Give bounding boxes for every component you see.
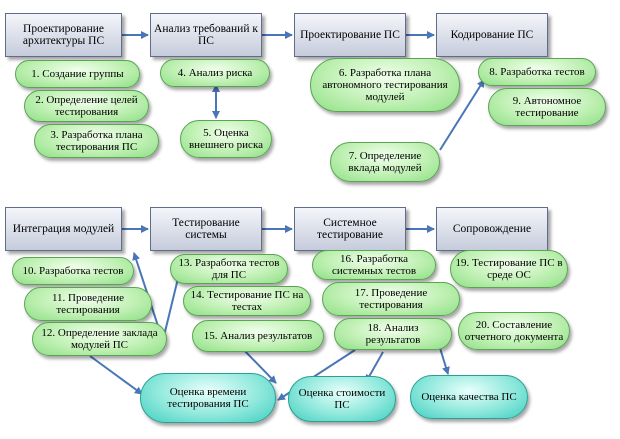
output-time-estimate-label: Оценка времени тестирования ПС: [167, 386, 249, 410]
task-10: 10. Разработка тестов: [12, 257, 134, 285]
task-8-label: 8. Разработка тестов: [489, 66, 585, 78]
task-17-label: 17. Проведение тестирования: [354, 287, 428, 311]
output-quality-estimate-label: Оценка качества ПС: [421, 391, 517, 403]
task-16-label: 16. Разработка системных тестов: [331, 253, 417, 277]
task-19: 19. Тестирование ПС в среде ОС: [450, 250, 568, 288]
edge-15-to-time: [241, 347, 277, 384]
stage-system-testing: Тестирование системы: [150, 207, 262, 251]
task-1-label: 1. Создание группы: [31, 68, 124, 80]
task-4: 4. Анализ риска: [160, 59, 270, 87]
task-7: 7. Определение вклада модулей: [330, 142, 440, 182]
task-3-label: 3. Разработка плана тестирования ПС: [50, 129, 143, 153]
task-10-label: 10. Разработка тестов: [22, 265, 124, 277]
stage-coding: Кодирование ПС: [436, 13, 548, 57]
stage-design-architecture: Проектирование архитектуры ПС: [5, 13, 122, 57]
task-19-label: 19. Тестирование ПС в среде ОС: [455, 257, 563, 281]
stage-requirements-analysis-label: Анализ требований к ПС: [154, 23, 258, 47]
task-5: 5. Оценка внешнего риска: [180, 120, 272, 158]
task-15: 15. Анализ результатов: [192, 320, 324, 352]
task-9-label: 9. Автономное тестирование: [512, 95, 582, 119]
stage-system-testing-label: Тестирование системы: [172, 217, 240, 241]
task-15-label: 15. Анализ результатов: [203, 330, 313, 342]
edge-7-to-8: [439, 79, 485, 151]
stage-support: Сопровождение: [436, 207, 548, 251]
task-13: 13. Разработка тестов для ПС: [170, 254, 288, 284]
task-7-label: 7. Определение вклада модулей: [348, 150, 422, 174]
task-18-label: 18. Анализ результатов: [365, 322, 421, 346]
task-11: 11. Проведение тестирования: [24, 287, 152, 321]
task-13-label: 13. Разработка тестов для ПС: [178, 257, 280, 281]
stage-support-label: Сопровождение: [452, 223, 532, 235]
output-time-estimate: Оценка времени тестирования ПС: [140, 373, 276, 423]
stage-system-testing-2-label: Системное тестирование: [317, 217, 383, 241]
stage-coding-label: Кодирование ПС: [450, 29, 534, 41]
task-12-label: 12. Определение заклада модулей ПС: [41, 327, 158, 351]
output-cost-estimate: Оценка стоимости ПС: [288, 376, 396, 422]
task-3: 3. Разработка плана тестирования ПС: [34, 124, 159, 158]
task-2: 2. Определение целей тестирования: [24, 90, 149, 122]
task-5-label: 5. Оценка внешнего риска: [188, 127, 264, 151]
edge-18-to-quality: [439, 347, 450, 375]
task-17: 17. Проведение тестирования: [322, 282, 460, 316]
task-6-label: 6. Разработка плана автономного тестиров…: [322, 67, 448, 103]
stage-integration: Интеграция модулей: [5, 207, 122, 251]
task-14-label: 14. Тестирование ПС на тестах: [190, 289, 304, 313]
stage-integration-label: Интеграция модулей: [12, 223, 115, 235]
output-cost-estimate-label: Оценка стоимости ПС: [298, 387, 386, 411]
output-quality-estimate: Оценка качества ПС: [410, 375, 528, 419]
stage-system-testing-2: Системное тестирование: [294, 207, 406, 251]
task-11-label: 11. Проведение тестирования: [51, 292, 125, 316]
stage-design-ps: Проектирование ПС: [294, 13, 406, 57]
task-2-label: 2. Определение целей тестирования: [35, 94, 138, 118]
task-8: 8. Разработка тестов: [478, 58, 596, 86]
task-20: 20. Составление отчетного документа: [458, 312, 570, 350]
stage-design-ps-label: Проектирование ПС: [300, 29, 400, 41]
task-20-label: 20. Составление отчетного документа: [464, 319, 564, 343]
stage-design-architecture-label: Проектирование архитектуры ПС: [22, 23, 105, 47]
edge-12-to-time: [89, 355, 143, 395]
stage-requirements-analysis: Анализ требований к ПС: [150, 13, 262, 57]
task-9: 9. Автономное тестирование: [488, 88, 606, 126]
task-1: 1. Создание группы: [15, 60, 140, 88]
task-18: 18. Анализ результатов: [334, 318, 452, 350]
task-14: 14. Тестирование ПС на тестах: [183, 286, 311, 316]
task-6: 6. Разработка плана автономного тестиров…: [310, 58, 460, 112]
task-12: 12. Определение заклада модулей ПС: [32, 322, 167, 356]
task-16: 16. Разработка системных тестов: [312, 250, 436, 280]
task-4-label: 4. Анализ риска: [177, 67, 253, 79]
